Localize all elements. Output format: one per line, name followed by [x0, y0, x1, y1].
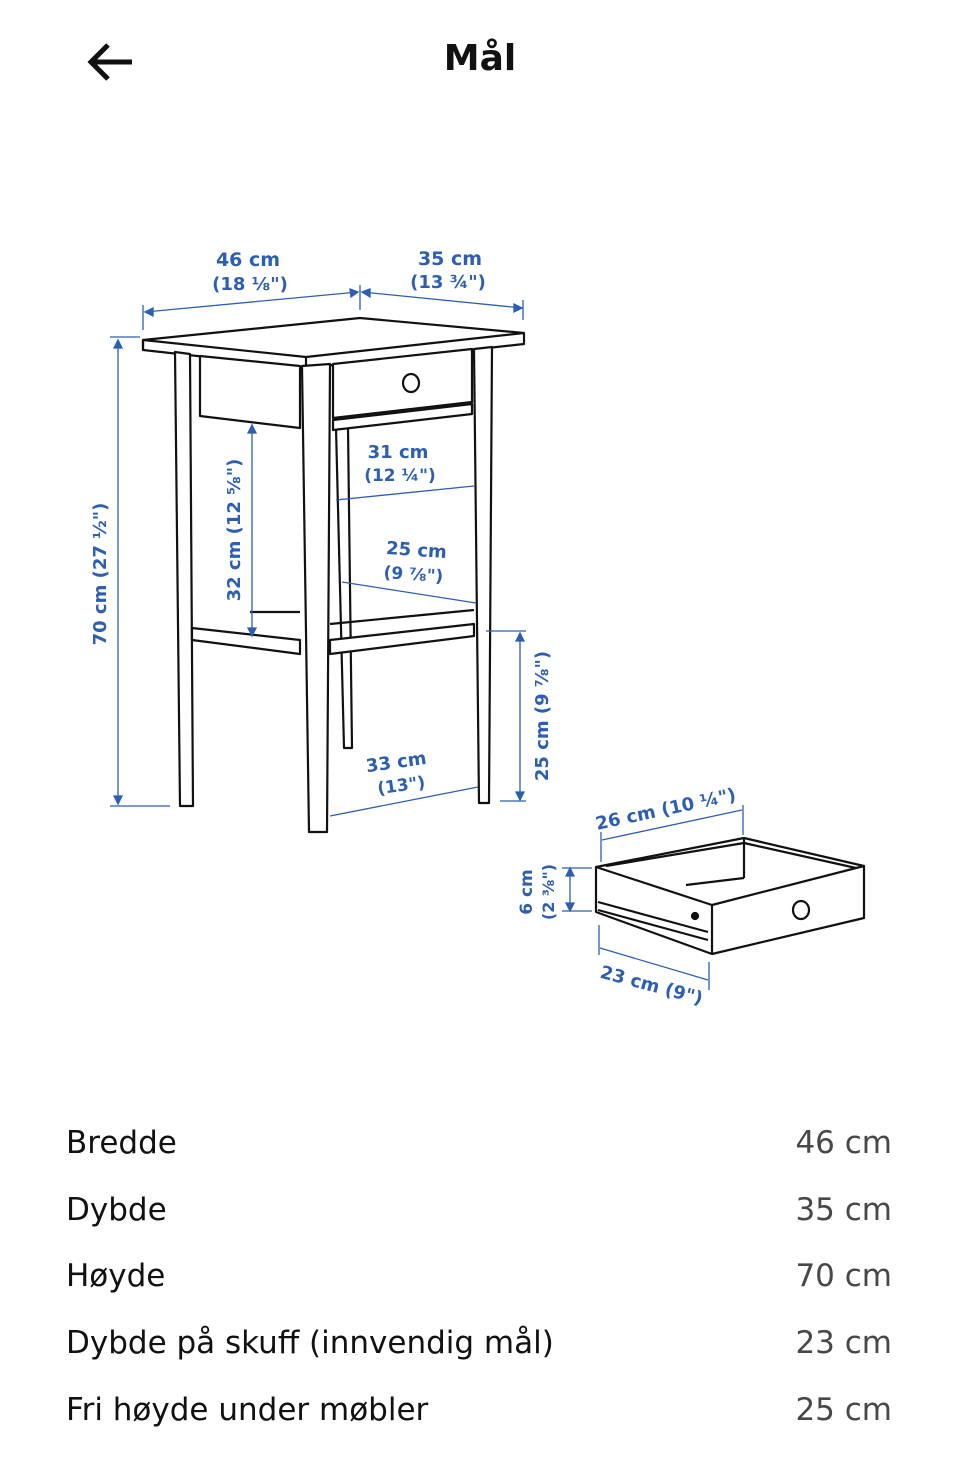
drawer-depth-label: 23 cm (9"): [598, 962, 705, 1010]
spec-label: Dybde på skuff (innvendig mål): [66, 1325, 554, 1362]
inner-width-cm-label: 31 cm: [368, 442, 429, 463]
arrow-left-icon: [87, 43, 132, 81]
spec-value: 23 cm: [795, 1325, 892, 1362]
spec-label: Bredde: [66, 1125, 177, 1162]
width-cm-label: 46 cm: [216, 249, 280, 271]
spec-value: 35 cm: [795, 1191, 892, 1228]
page-title: Mål: [443, 38, 517, 79]
spec-row-depth: Dybde 35 cm: [66, 1177, 892, 1244]
height-label: 70 cm (27 ½"): [90, 503, 111, 646]
back-button[interactable]: [82, 36, 138, 88]
shelf-gap-label: 32 cm (12 ⅝"): [224, 459, 245, 602]
depth-cm-label: 35 cm: [418, 248, 482, 270]
spec-row-width: Bredde 46 cm: [66, 1110, 892, 1177]
depth-in-label: (13 ¾"): [410, 272, 486, 293]
shelf-depth-cm-label: 25 cm: [385, 538, 447, 563]
spec-row-drawer-depth: Dybde på skuff (innvendig mål) 23 cm: [66, 1310, 892, 1377]
spec-label: Høyde: [66, 1258, 166, 1295]
shelf-depth-in-label: (9 ⅞"): [383, 563, 444, 587]
spec-row-clearance: Fri høyde under møbler 25 cm: [66, 1376, 892, 1443]
leg-span-in-label: (13"): [376, 773, 426, 799]
drawer-width-label: 26 cm (10 ¼"): [594, 785, 738, 835]
spec-label: Dybde: [66, 1191, 167, 1228]
inner-width-in-label: (12 ¼"): [364, 466, 436, 486]
spec-value: 46 cm: [795, 1125, 892, 1162]
drawer-height-in-label: (2 ⅜"): [539, 864, 558, 920]
dimension-list: Bredde 46 cm Dybde 35 cm Høyde 70 cm Dyb…: [66, 1110, 892, 1443]
spec-row-height: Høyde 70 cm: [66, 1243, 892, 1310]
width-in-label: (18 ⅛"): [212, 274, 288, 295]
spec-value: 70 cm: [795, 1258, 892, 1295]
nightstand-illustration: 46 cm (18 ⅛") 35 cm (13 ¾") 70 cm (27 ½"…: [90, 248, 866, 1010]
drawer-height-cm-label: 6 cm: [517, 869, 537, 915]
spec-label: Fri høyde under møbler: [66, 1391, 429, 1428]
clearance-label: 25 cm (9 ⅞"): [532, 651, 553, 781]
top-bar: Mål: [0, 0, 960, 120]
spec-value: 25 cm: [795, 1391, 892, 1428]
dimension-drawing: 46 cm (18 ⅛") 35 cm (13 ¾") 70 cm (27 ½"…: [0, 230, 960, 1030]
